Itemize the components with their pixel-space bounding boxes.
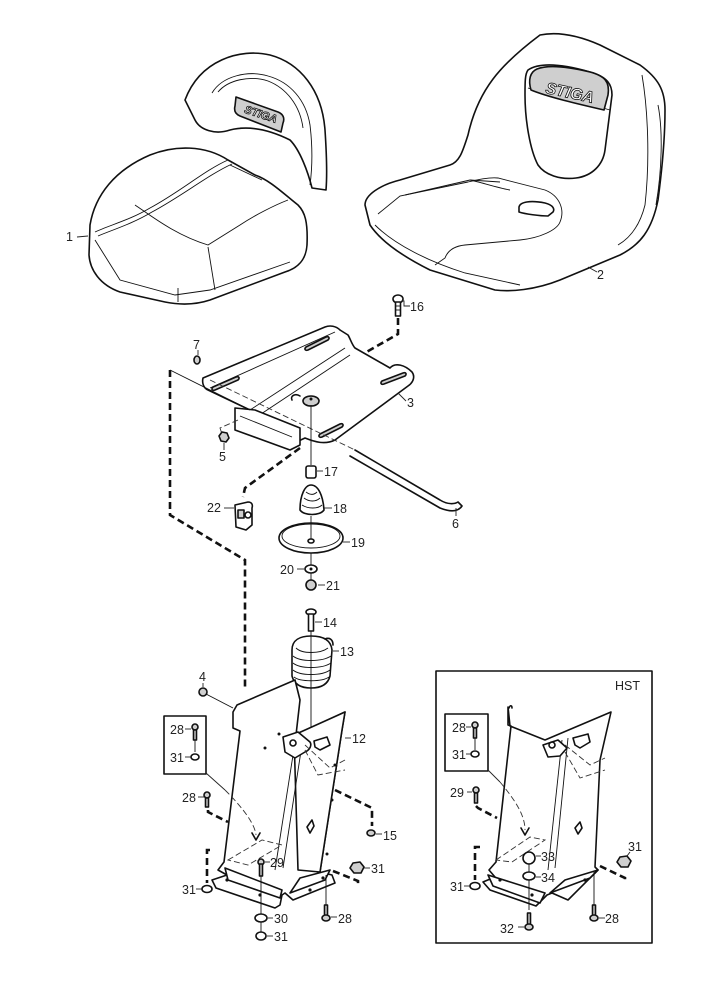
callout-2: 2 — [597, 268, 604, 282]
hst-bolt-part-28[interactable] — [471, 721, 479, 739]
callout-14: 14 — [323, 616, 337, 630]
arrow-icon — [520, 827, 530, 836]
bushing-part-17[interactable] — [305, 465, 317, 479]
spring-part-13[interactable] — [291, 631, 334, 730]
nut-part-31[interactable] — [255, 931, 267, 941]
hst-inset-frame — [435, 670, 653, 944]
bolt-part-14[interactable] — [305, 608, 317, 632]
seat-part-1[interactable]: STIGA — [88, 52, 328, 305]
leader-2 — [587, 266, 598, 273]
bolt-part-28[interactable] — [191, 723, 199, 741]
washer-part-30[interactable] — [254, 913, 268, 923]
callout-30: 30 — [274, 912, 288, 926]
callout-34: 34 — [541, 871, 555, 885]
callout-5: 5 — [219, 450, 226, 464]
nut-part-31[interactable] — [201, 884, 213, 894]
nut-part-21[interactable] — [305, 579, 317, 591]
hst-bolt-part-28[interactable] — [589, 904, 599, 922]
spring-part-18[interactable] — [299, 484, 325, 516]
hst-nut-part-31[interactable] — [470, 750, 480, 758]
callout-31: 31 — [170, 751, 184, 765]
nut-part-31[interactable] — [349, 861, 365, 874]
callout-33: 33 — [541, 850, 555, 864]
callout-22: 22 — [207, 501, 221, 515]
callout-19: 19 — [351, 536, 365, 550]
callout-28: 28 — [452, 721, 466, 735]
assembly-line — [205, 848, 210, 883]
callout-3: 3 — [407, 396, 414, 410]
nut-part-31[interactable] — [190, 753, 200, 761]
bolt-part-28[interactable] — [203, 791, 211, 808]
callout-6: 6 — [452, 517, 459, 531]
assembly-line — [332, 869, 360, 886]
assembly-line — [487, 769, 501, 783]
seat-plate-part-3[interactable] — [201, 325, 415, 451]
callout-31: 31 — [450, 880, 464, 894]
bolt-part-16[interactable] — [392, 294, 404, 317]
assembly-line — [334, 788, 374, 826]
callout-12: 12 — [352, 732, 366, 746]
callout-17: 17 — [324, 465, 338, 479]
hst-nut-part-31[interactable] — [616, 855, 632, 868]
callout-31: 31 — [274, 930, 288, 944]
assembly-line — [206, 810, 229, 824]
bolt-part-28[interactable] — [321, 904, 331, 922]
callout-28: 28 — [605, 912, 619, 926]
assembly-line — [599, 864, 627, 882]
callout-20: 20 — [280, 563, 294, 577]
callout-18: 18 — [333, 502, 347, 516]
nut-part-5[interactable] — [218, 431, 230, 443]
callout-15: 15 — [383, 829, 397, 843]
leader-1 — [76, 235, 89, 238]
leader-31 — [626, 851, 631, 857]
assembly-line — [475, 805, 498, 820]
disc-part-19[interactable] — [278, 516, 344, 554]
callout-31: 31 — [452, 748, 466, 762]
assembly-line — [169, 369, 251, 411]
callout-29: 29 — [270, 856, 284, 870]
seat-part-2[interactable]: STIGA — [364, 32, 666, 292]
callout-1: 1 — [66, 230, 73, 244]
hst-knob-part-33[interactable] — [522, 851, 536, 865]
assembly-line — [205, 772, 226, 791]
callout-31: 31 — [628, 840, 642, 854]
leader-3 — [397, 392, 407, 402]
callout-29: 29 — [450, 786, 464, 800]
bolt-part-4[interactable] — [198, 687, 234, 709]
callout-21: 21 — [326, 579, 340, 593]
callout-4: 4 — [199, 670, 206, 684]
bolt-part-29[interactable] — [257, 858, 265, 877]
callout-7: 7 — [193, 338, 200, 352]
hst-nut-part-31[interactable] — [469, 881, 481, 891]
assembly-line — [168, 370, 247, 688]
callout-28: 28 — [170, 723, 184, 737]
rod-part-6[interactable] — [349, 449, 463, 512]
detail-box — [163, 715, 207, 775]
hst-detail-box — [444, 713, 489, 772]
callout-28: 28 — [182, 791, 196, 805]
callout-31: 31 — [182, 883, 196, 897]
callout-16: 16 — [410, 300, 424, 314]
callout-31: 31 — [371, 862, 385, 876]
assembly-line — [241, 446, 301, 498]
callout-32: 32 — [500, 922, 514, 936]
assembly-line — [499, 781, 526, 831]
hst-bolt-part-32[interactable] — [524, 912, 534, 931]
hst-bolt-part-29[interactable] — [472, 786, 480, 804]
hst-washer-part-34[interactable] — [522, 871, 536, 881]
arrow-icon — [251, 832, 261, 841]
callout-28: 28 — [338, 912, 352, 926]
callout-13: 13 — [340, 645, 354, 659]
nut-part-15[interactable] — [366, 829, 376, 837]
hst-console[interactable] — [482, 704, 612, 907]
console-part-12[interactable] — [211, 679, 346, 909]
washer-part-7[interactable] — [193, 355, 201, 365]
assembly-line — [473, 845, 480, 880]
switch-part-22[interactable] — [234, 501, 254, 531]
leader-16 — [402, 300, 410, 307]
hst-label: HST — [615, 679, 640, 693]
